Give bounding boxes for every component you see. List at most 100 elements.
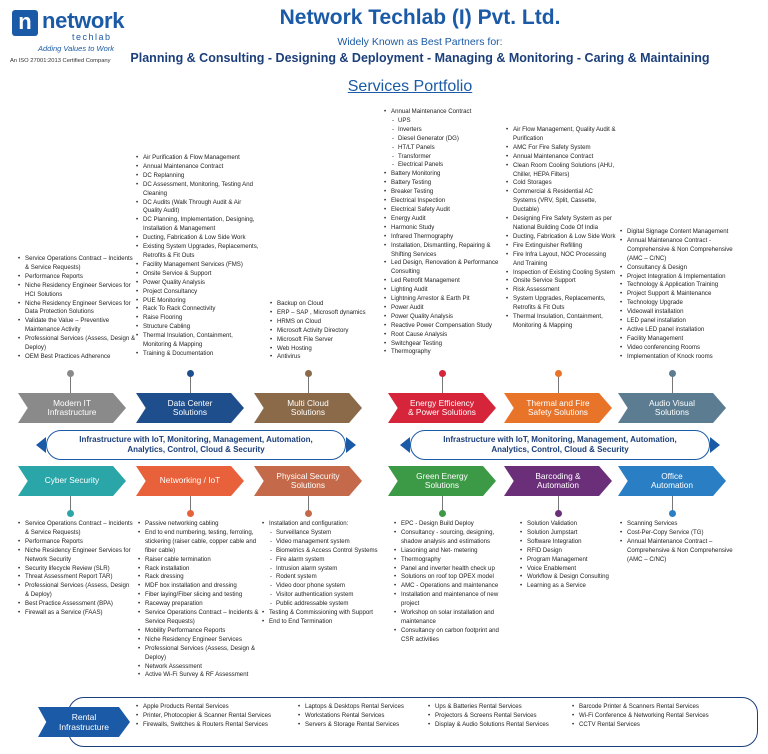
list-item: Professional Services (Assess, Design & …: [138, 645, 260, 663]
list-item: Workflow & Design Consulting: [520, 573, 620, 582]
infrastructure-banner-left: Infrastructure with IoT, Monitoring, Man…: [46, 430, 346, 460]
list-item: Intrusion alarm system: [262, 565, 386, 574]
list-item: Professional Services (Assess, Design & …: [18, 582, 134, 600]
barcoding-automation-chevron: Barcoding &Automation: [504, 466, 612, 496]
list-item: Professional Services (Assess, Design & …: [18, 335, 136, 353]
list-item: End to end numbering, testing, ferroling…: [138, 529, 260, 556]
list-item: Firewall as a Service (FAAS): [18, 609, 134, 618]
networking-iot-chevron: Networking / IoT: [136, 466, 244, 496]
list-item: Raise Flooring: [136, 314, 260, 323]
data-center-services-list: Air Purification & Flow ManagementAnnual…: [136, 154, 260, 359]
connector-dot: [67, 370, 74, 377]
list-item: Cost-Per-Copy Service (TG): [620, 529, 744, 538]
list-item: Niche Residency Engineer Services for Da…: [18, 300, 136, 318]
list-item: Workstations Rental Services: [298, 712, 426, 721]
list-item: EPC - Design Build Deploy: [394, 520, 510, 529]
green-energy-services-list: EPC - Design Build DeployConsultancy - s…: [394, 520, 510, 645]
list-item: Performance Reports: [18, 273, 136, 282]
arrow-left-icon: [400, 437, 410, 453]
list-item: Switchgear Testing: [384, 340, 502, 349]
iso-certification: An ISO 27001:2013 Certified Company: [10, 58, 111, 64]
logo-subname: techlab: [72, 32, 112, 42]
list-item: System Upgrades, Replacements, Retrofits…: [506, 295, 616, 313]
list-item: Structure Cabling: [136, 323, 260, 332]
networking-iot-services-list: Passive networking cablingEnd to end num…: [138, 520, 260, 680]
list-item: Service Operations Contract – Incidents …: [18, 255, 136, 273]
page-subtitle: Widely Known as Best Partners for:: [337, 36, 503, 48]
office-automation-services-list: Scanning ServicesCost-Per-Copy Service (…: [620, 520, 744, 565]
list-item: OEM Best Practices Adherence: [18, 353, 136, 362]
list-item: DC Replanning: [136, 172, 260, 181]
list-item: Air Flow Management, Quality Audit & Pur…: [506, 126, 616, 144]
list-item: DC Assessment, Monitoring, Testing And C…: [136, 181, 260, 199]
list-item: Inverters: [384, 126, 502, 135]
connector-dot: [555, 370, 562, 377]
list-item: Thermography: [394, 556, 510, 565]
rental-column: Barcode Printer & Scanners Rental Servic…: [572, 703, 752, 730]
list-item: Surveillance System: [262, 529, 386, 538]
list-item: Public addressable system: [262, 600, 386, 609]
list-item: Performance Reports: [18, 538, 134, 547]
list-item: Installation and configuration:: [262, 520, 386, 529]
list-item: Backup on Cloud: [270, 300, 380, 309]
company-logo: n network techlab Adding Values to Work …: [8, 8, 133, 68]
list-item: Fire Extinguisher Refilling: [506, 242, 616, 251]
list-item: Rack dressing: [138, 573, 260, 582]
list-item: Consultancy - sourcing, designing, shado…: [394, 529, 510, 547]
list-item: Network Assessment: [138, 663, 260, 672]
list-item: Ups & Batteries Rental Services: [428, 703, 568, 712]
list-item: Video management system: [262, 538, 386, 547]
list-item: RFID Design: [520, 547, 620, 556]
list-item: Active Wi-Fi Survey & RF Assessment: [138, 671, 260, 680]
connector-dot: [439, 510, 446, 517]
connector-dot: [187, 510, 194, 517]
list-item: AMC - Operations and maintenance: [394, 582, 510, 591]
list-item: Web Hosting: [270, 345, 380, 354]
portfolio-heading: Services Portfolio: [347, 78, 473, 95]
list-item: Rack To Rack Connectivity: [136, 305, 260, 314]
list-item: Scanning Services: [620, 520, 744, 529]
physical-security-services-list: Installation and configuration:Surveilla…: [262, 520, 386, 627]
list-item: Rodent system: [262, 573, 386, 582]
rental-column: Ups & Batteries Rental ServicesProjector…: [428, 703, 568, 730]
list-item: AMC For Fire Safety System: [506, 144, 616, 153]
list-item: DC Planning, Implementation, Designing, …: [136, 216, 260, 234]
list-item: Root Cause Analysis: [384, 331, 502, 340]
list-item: Power Audit: [384, 304, 502, 313]
connector-dot: [67, 510, 74, 517]
list-item: Service Operations Contract – Incidents …: [18, 520, 134, 538]
list-item: Consultancy on carbon footprint and CSR …: [394, 627, 510, 645]
list-item: Project Consultancy: [136, 288, 260, 297]
cyber-security-chevron: Cyber Security: [18, 466, 126, 496]
list-item: Project Support & Maintenance: [620, 290, 742, 299]
rental-column: Laptops & Desktops Rental ServicesWorkst…: [298, 703, 426, 730]
list-item: UPS: [384, 117, 502, 126]
list-item: Training & Documentation: [136, 350, 260, 359]
list-item: Raceway preparation: [138, 600, 260, 609]
page-title: Network Techlab (I) Pvt. Ltd.: [279, 6, 561, 29]
rental-column: Apple Products Rental ServicesPrinter, P…: [136, 703, 292, 730]
list-item: Laptops & Desktops Rental Services: [298, 703, 426, 712]
list-item: Infrared Thermography: [384, 233, 502, 242]
multi-cloud-services-list: Backup on CloudERP – SAP , Microsoft dyn…: [270, 300, 380, 362]
connector-dot: [555, 510, 562, 517]
list-item: Biometrics & Access Control Systems: [262, 547, 386, 556]
connector-dot: [305, 370, 312, 377]
list-item: Learning as a Service: [520, 582, 620, 591]
list-item: Wi-Fi Conference & Networking Rental Ser…: [572, 712, 752, 721]
list-item: Rack installation: [138, 565, 260, 574]
list-item: Installation, Dismantling, Repairing & S…: [384, 242, 502, 260]
list-item: Thermography: [384, 348, 502, 357]
list-item: Videowall installation: [620, 308, 742, 317]
list-item: Risk Assessment: [506, 286, 616, 295]
list-item: Facility Management Services (FMS): [136, 261, 260, 270]
list-item: Apple Products Rental Services: [136, 703, 292, 712]
list-item: Harmonic Study: [384, 224, 502, 233]
connector-dot: [669, 370, 676, 377]
list-item: Best Practice Assessment (BPA): [18, 600, 134, 609]
arrow-right-icon: [346, 437, 356, 453]
list-item: LED panel installation: [620, 317, 742, 326]
